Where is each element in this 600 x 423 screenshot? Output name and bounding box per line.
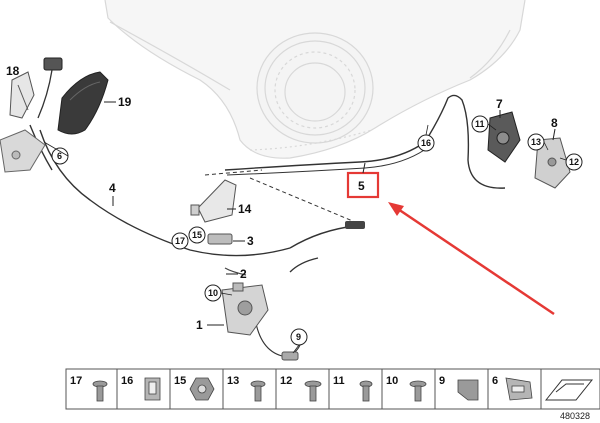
circled-callout-texts: 6 16 11 13 12 17 15 10 9	[57, 119, 579, 342]
parts-bar: 17 16 15 13 12 11 10 9 6	[65, 368, 600, 410]
callout-4: 4	[109, 181, 116, 195]
part-3-clip	[207, 233, 233, 245]
bar-num-12: 12	[280, 375, 292, 387]
part-14-bracket	[190, 179, 237, 223]
flange-bolt-icon	[304, 380, 322, 402]
callout-13: 13	[531, 137, 541, 147]
grommet-icon	[457, 379, 479, 401]
callout-16: 16	[421, 138, 431, 148]
screw-icon	[92, 380, 108, 402]
hood-release-lever	[0, 129, 46, 173]
callout-6: 6	[57, 151, 62, 161]
part-8-bracket	[534, 137, 571, 189]
part-1-latch	[221, 282, 269, 336]
bar-num-11: 11	[333, 375, 345, 387]
pan-screw-icon	[359, 380, 373, 402]
part-7-latch	[487, 111, 521, 163]
clip-icon	[144, 377, 161, 401]
callout-14: 14	[238, 202, 252, 216]
nut-icon	[189, 377, 215, 401]
callout-9: 9	[296, 332, 301, 342]
cable-3	[289, 225, 356, 249]
washer-screw-icon	[409, 380, 427, 402]
bar-num-16: 16	[121, 375, 133, 387]
callout-15: 15	[192, 230, 202, 240]
callout-19: 19	[118, 95, 132, 109]
circled-callouts	[51, 115, 583, 346]
callout-3: 3	[247, 234, 254, 248]
callout-5: 5	[358, 179, 365, 193]
part-9-sensor	[281, 351, 299, 361]
callout-10: 10	[208, 288, 218, 298]
cable-profile-icon	[544, 379, 594, 401]
bar-num-9: 9	[439, 375, 445, 387]
bolt-icon	[250, 380, 266, 402]
callout-5-leader	[362, 162, 366, 174]
callout-7: 7	[496, 97, 503, 111]
bar-num-10: 10	[386, 375, 398, 387]
callout-2: 2	[240, 267, 247, 281]
bar-num-15: 15	[174, 375, 186, 387]
diagram-number: 480328	[560, 411, 590, 421]
callout-leaders	[43, 123, 567, 354]
callout-1: 1	[196, 318, 203, 332]
callout-17: 17	[175, 236, 185, 246]
callout-12: 12	[569, 157, 579, 167]
callout-11: 11	[475, 119, 485, 129]
bar-num-17: 17	[70, 375, 82, 387]
red-arrow	[388, 202, 555, 316]
connector-18	[37, 57, 63, 119]
part-19-handle	[57, 71, 109, 135]
cable-end	[345, 221, 365, 229]
part-18-bracket	[9, 71, 35, 119]
cable-4	[39, 129, 291, 257]
bar-num-13: 13	[227, 375, 239, 387]
hood-outline	[104, 0, 526, 159]
part-2-rod	[224, 267, 247, 276]
callout-18: 18	[6, 64, 20, 78]
cable-5	[224, 94, 506, 189]
callout-labels: 18 19 4 14 3 2 1 7 8	[6, 64, 558, 332]
callout-8: 8	[551, 116, 558, 130]
cable-clip-icon	[505, 377, 533, 401]
bar-num-6: 6	[492, 375, 498, 387]
